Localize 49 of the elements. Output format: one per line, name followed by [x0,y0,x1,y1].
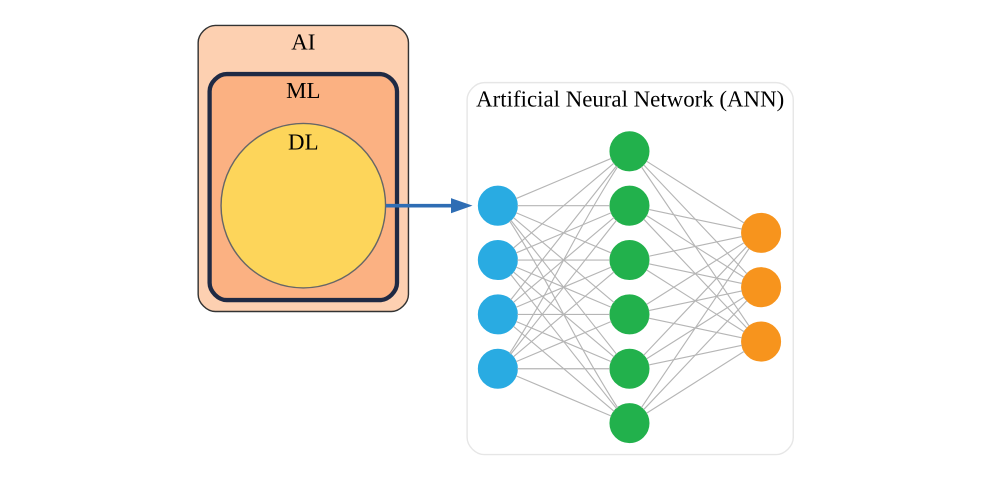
node-circle [609,403,650,444]
connector [517,205,610,206]
node-circle [609,240,650,280]
node-circle [741,322,782,362]
connector [646,296,744,360]
connector [516,212,612,254]
connector [648,318,742,338]
connector [648,344,742,366]
connector [648,236,742,257]
connector [517,368,610,370]
connector [509,166,618,354]
connector [516,158,612,200]
node-circle [478,186,518,226]
connector [643,218,748,328]
connector [510,166,617,300]
node-circle [609,294,650,334]
connector [648,290,742,312]
connector [648,208,742,230]
cluster: Artificial Neural Network (ANN) [466,82,794,456]
connector [646,215,744,278]
connector [646,350,744,414]
node-circle [609,186,650,226]
node-circle [741,212,782,253]
connector [513,162,614,248]
node-circle [609,348,650,389]
connector [643,246,748,356]
connector [509,220,618,408]
node-circle [478,240,518,280]
arrow [386,198,473,214]
node-circle [478,348,518,389]
connector [648,263,742,284]
connector [517,314,610,315]
connector [510,274,617,409]
node-circle [609,131,650,172]
connector [643,300,748,410]
connector [513,326,614,412]
connector [516,266,612,308]
connector [640,166,750,326]
connector [646,242,744,305]
connector [643,164,748,274]
connector [640,248,750,408]
node-circle: DL [220,122,386,289]
node-circle [741,267,782,308]
connector [516,320,612,362]
connector [646,270,744,332]
node-circle [478,294,518,334]
connector [646,160,744,224]
connector [516,375,612,417]
connector [517,259,610,261]
